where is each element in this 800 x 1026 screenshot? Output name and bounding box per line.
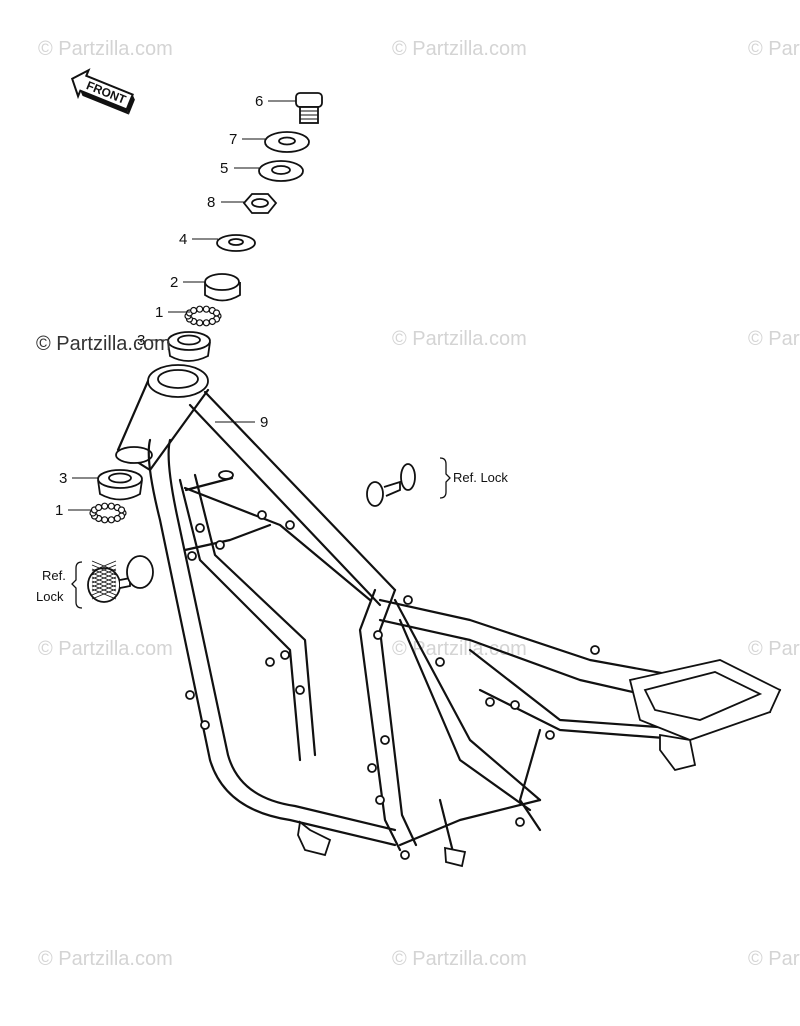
watermark: © Partzilla.com bbox=[38, 948, 173, 970]
bearing-ball bbox=[196, 319, 204, 327]
watermark: © Partzilla.com bbox=[392, 328, 527, 350]
bearing-ball bbox=[196, 305, 204, 313]
callout-3-upper: 3 bbox=[137, 332, 145, 349]
grille-line bbox=[91, 588, 117, 600]
ref-lock-note-left-line1: Ref. bbox=[42, 568, 66, 583]
bearing-ball bbox=[212, 309, 221, 317]
watermark: © Partzilla.com bbox=[392, 38, 527, 60]
watermark: © Partzilla.com bbox=[748, 38, 800, 60]
callout-1-lower: 1 bbox=[55, 502, 63, 519]
part-9-frame bbox=[115, 364, 782, 868]
front-arrow-icon: FRONT bbox=[70, 68, 135, 115]
grille-line bbox=[91, 572, 117, 584]
watermark: © Partzilla.com bbox=[748, 638, 800, 660]
bearing-ball bbox=[95, 503, 103, 512]
part-4-washer bbox=[216, 234, 256, 252]
callout-4: 4 bbox=[179, 231, 187, 248]
ref-lock-note-right: Ref. Lock bbox=[453, 470, 508, 485]
part-1-bearing-balls-upper bbox=[184, 305, 222, 327]
watermark: © Partzilla.com bbox=[38, 38, 173, 60]
callout-5: 5 bbox=[220, 160, 228, 177]
ref-lock-note-left-line2: Lock bbox=[36, 589, 64, 604]
part-3-cone-lower bbox=[97, 469, 143, 501]
grille-line bbox=[91, 560, 117, 572]
callout-2: 2 bbox=[170, 274, 178, 291]
watermark: © Partzilla.com bbox=[392, 948, 527, 970]
grille-line bbox=[91, 564, 117, 576]
part-2-race bbox=[204, 273, 241, 302]
callout-7: 7 bbox=[229, 131, 237, 148]
bearing-ball bbox=[107, 502, 115, 510]
right-lock-mount bbox=[366, 457, 451, 507]
bearing-ball bbox=[101, 516, 109, 524]
grille-line bbox=[91, 584, 117, 596]
part-3-cone-upper bbox=[167, 331, 211, 362]
leader-lines bbox=[68, 100, 296, 511]
callout-6: 6 bbox=[255, 93, 263, 110]
callout-3-lower: 3 bbox=[59, 470, 67, 487]
left-lock-mount bbox=[71, 555, 154, 609]
bearing-ball bbox=[208, 317, 216, 326]
watermark: © Partzilla.com bbox=[748, 328, 800, 350]
bearing-ball bbox=[107, 516, 115, 524]
part-8-nut bbox=[242, 193, 278, 214]
grille-line bbox=[91, 576, 117, 588]
bearing-ball bbox=[113, 514, 121, 523]
grille-line bbox=[91, 568, 117, 580]
part-1-bearing-balls-lower bbox=[89, 502, 127, 524]
callout-9: 9 bbox=[260, 414, 268, 431]
bearing-ball bbox=[202, 305, 210, 313]
part-5-washer bbox=[258, 160, 304, 182]
callout-1-upper: 1 bbox=[155, 304, 163, 321]
watermark: © Partzilla.com bbox=[392, 638, 527, 660]
part-7-washer bbox=[264, 131, 310, 153]
bearing-ball bbox=[190, 306, 198, 315]
bearing-ball bbox=[202, 319, 210, 327]
bearing-ball bbox=[101, 502, 109, 510]
callout-8: 8 bbox=[207, 194, 215, 211]
grille-line bbox=[91, 580, 117, 592]
bearing-ball bbox=[117, 506, 126, 514]
watermark: © Partzilla.com bbox=[38, 638, 173, 660]
callout-labels: 6 7 5 8 4 2 1 3 9 3 1 bbox=[55, 93, 268, 519]
watermarks: © Partzilla.com © Partzilla.com © Partzi… bbox=[38, 38, 800, 970]
part-6-bolt bbox=[295, 92, 323, 124]
watermark: © Partzilla.com bbox=[748, 948, 800, 970]
watermark-dark: © Partzilla.com bbox=[36, 333, 171, 355]
